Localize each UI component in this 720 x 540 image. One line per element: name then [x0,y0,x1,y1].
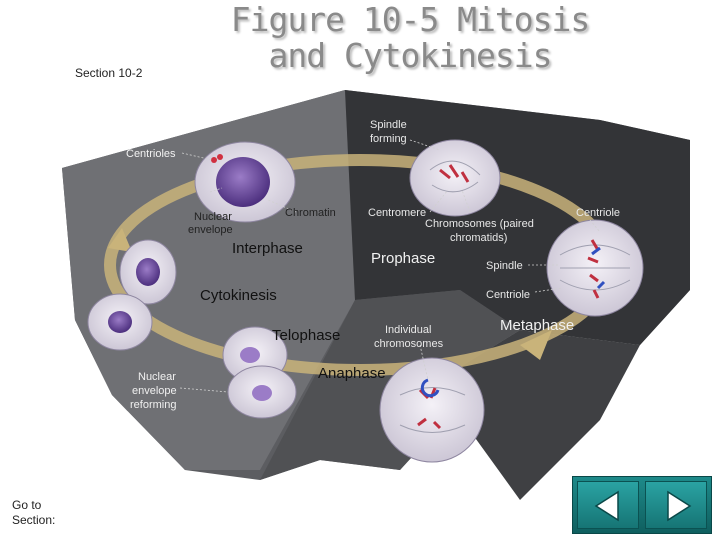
label-centriole-top: Centriole [576,207,620,219]
phase-telophase: Telophase [272,327,340,344]
anaphase-cell [379,357,485,463]
label-individual-1: Individual [385,324,431,336]
label-nuclear-reforming-3: reforming [130,399,176,411]
cycle-arrow-head-right [520,330,552,360]
prophase-cell [409,139,501,217]
goto-line-2: Section: [12,513,56,527]
phase-cytokinesis: Cytokinesis [200,287,277,304]
triangle-left-icon [594,490,619,522]
page-title: Figure 10-5 Mitosis and Cytokinesis [200,2,620,74]
cytokinesis-cells [87,239,177,351]
cycle-arrow-head-left [108,228,132,252]
label-nuclear-reforming-1: Nuclear [138,371,176,383]
label-spindle-forming-2: forming [370,133,407,145]
metaphase-cell [546,219,644,317]
label-nuclear-envelope-2: envelope [188,224,233,236]
leader-lines [179,139,601,393]
label-nuclear-reforming-2: envelope [132,385,177,397]
title-line-2: and Cytokinesis [268,36,552,75]
previous-button[interactable] [577,481,639,529]
telophase-cells [222,326,297,419]
background-panel-lower-right [455,330,640,500]
label-chromosomes-2: chromatids) [450,232,507,244]
goto-section-label: Go to Section: [12,498,55,528]
label-individual-2: chromosomes [374,338,444,350]
goto-line-1: Go to [12,498,42,512]
label-chromosomes-1: Chromosomes (paired [425,218,534,230]
title-line-1: Figure 10-5 Mitosis [230,0,591,39]
phase-prophase: Prophase [371,250,435,267]
phase-interphase: Interphase [232,240,303,257]
label-spindle-forming-1: Spindle [370,119,407,131]
next-button[interactable] [645,481,707,529]
phase-anaphase: Anaphase [318,365,386,382]
label-centromere: Centromere [368,207,426,219]
section-label: Section 10-2 [75,66,143,80]
triangle-right-icon [667,490,692,522]
phase-metaphase: Metaphase [500,317,574,334]
label-centrioles: Centrioles [126,148,176,160]
label-nuclear-envelope-1: Nuclear [194,211,232,223]
label-chromatin: Chromatin [285,207,336,219]
label-centriole-mid: Centriole [486,289,530,301]
interphase-cell [194,141,296,223]
label-spindle: Spindle [486,260,523,272]
navigation-bar [572,476,712,534]
